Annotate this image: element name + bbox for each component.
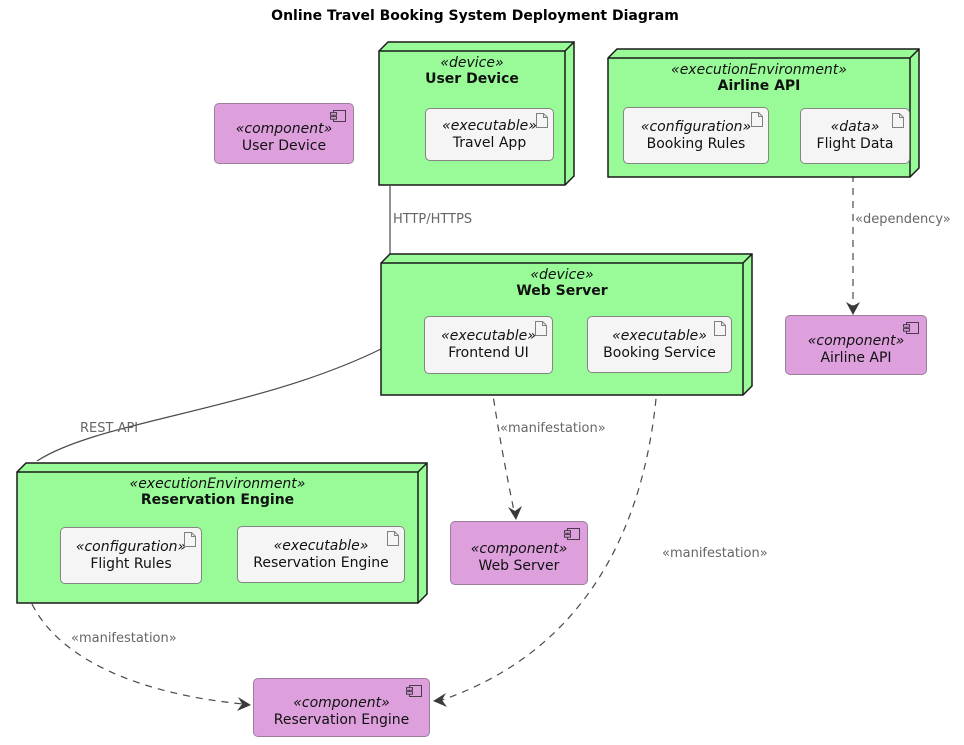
node-reservation-engine: «executionEnvironment» Reservation Engin… (16, 462, 428, 604)
node-name: Airline API (717, 78, 801, 94)
artifact-stereotype: «configuration» (640, 118, 752, 135)
node-name: Reservation Engine (140, 492, 295, 508)
artifact-file-icon (714, 321, 726, 336)
artifact-file-icon (751, 112, 763, 127)
node-user-device-header: «device» User Device (379, 55, 565, 87)
node-name: User Device (425, 71, 519, 87)
component-icon (406, 685, 422, 697)
artifact-name: Booking Service (603, 344, 716, 361)
artifact-booking-service: «executable» Booking Service (587, 316, 732, 373)
arrowhead-manifestation-reservation (237, 697, 251, 711)
artifact-file-icon (387, 531, 399, 546)
component-name: Airline API (820, 349, 892, 366)
artifact-file-icon (892, 113, 904, 128)
arrowhead-manifestation-webserver (508, 506, 522, 520)
artifact-stereotype: «executable» (442, 117, 537, 134)
edge-label-manifestation-booking: «manifestation» (662, 546, 768, 561)
component-stereotype: «component» (807, 332, 905, 349)
diagram-title: Online Travel Booking System Deployment … (271, 8, 679, 24)
artifact-file-icon (536, 113, 548, 128)
edge-label-manifestation-reservation: «manifestation» (71, 631, 177, 646)
component-reservation-engine: «component» Reservation Engine (253, 678, 430, 737)
edge-label-manifestation-webserver: «manifestation» (500, 421, 606, 436)
node-web-server: «device» Web Server «executable» Fronten… (380, 253, 753, 396)
edge-label-dependency: «dependency» (855, 212, 951, 227)
artifact-stereotype: «configuration» (75, 538, 187, 555)
component-name: Reservation Engine (273, 712, 410, 728)
artifact-reservation-engine: «executable» Reservation Engine (237, 526, 405, 583)
node-user-device: «device» User Device «executable» Travel… (378, 41, 575, 186)
edge-label-rest-api: REST API (80, 421, 139, 436)
artifact-travel-app: «executable» Travel App (425, 108, 554, 161)
edge-label-http-https: HTTP/HTTPS (393, 212, 473, 227)
node-stereotype: «device» (530, 267, 594, 283)
node-stereotype: «executionEnvironment» (671, 62, 847, 78)
artifact-stereotype: «executable» (612, 327, 707, 344)
artifact-stereotype: «data» (830, 119, 880, 135)
edge-rest-api (36, 346, 386, 462)
arrowhead-manifestation-booking (433, 693, 447, 707)
node-reservation-engine-header: «executionEnvironment» Reservation Engin… (17, 476, 418, 508)
artifact-file-icon (184, 532, 196, 547)
artifact-name: Frontend UI (448, 345, 529, 361)
artifact-flight-rules: «configuration» Flight Rules (60, 527, 202, 584)
arrowhead-dependency (846, 302, 860, 315)
node-stereotype: «executionEnvironment» (129, 476, 306, 492)
node-airline-api-header: «executionEnvironment» Airline API (608, 62, 910, 94)
node-web-server-header: «device» Web Server (381, 267, 743, 299)
component-stereotype: «component» (235, 121, 333, 137)
artifact-flight-data: «data» Flight Data (800, 108, 910, 164)
component-airline-api: «component» Airline API (785, 315, 927, 375)
artifact-name: Booking Rules (646, 135, 746, 152)
component-stereotype: «component» (293, 695, 390, 711)
artifact-stereotype: «executable» (441, 328, 536, 344)
artifact-name: Travel App (452, 134, 527, 151)
edge-manifestation-reservation (31, 603, 244, 705)
artifact-frontend-ui: «executable» Frontend UI (424, 316, 553, 374)
component-web-server: «component» Web Server (450, 521, 588, 585)
artifact-stereotype: «executable» (273, 537, 369, 554)
component-stereotype: «component» (470, 540, 568, 557)
node-airline-api: «executionEnvironment» Airline API «conf… (607, 48, 920, 178)
node-name: Web Server (516, 283, 608, 299)
component-icon (903, 322, 919, 334)
artifact-name: Flight Data (816, 136, 894, 152)
component-name: Web Server (478, 557, 560, 574)
component-icon (330, 110, 346, 122)
artifact-name: Flight Rules (90, 555, 172, 572)
artifact-file-icon (535, 321, 547, 336)
component-user-device: «component» User Device (214, 103, 354, 164)
component-icon (564, 528, 580, 540)
component-name: User Device (241, 138, 327, 154)
node-stereotype: «device» (440, 55, 504, 71)
artifact-booking-rules: «configuration» Booking Rules (623, 107, 769, 164)
artifact-name: Reservation Engine (253, 554, 389, 571)
